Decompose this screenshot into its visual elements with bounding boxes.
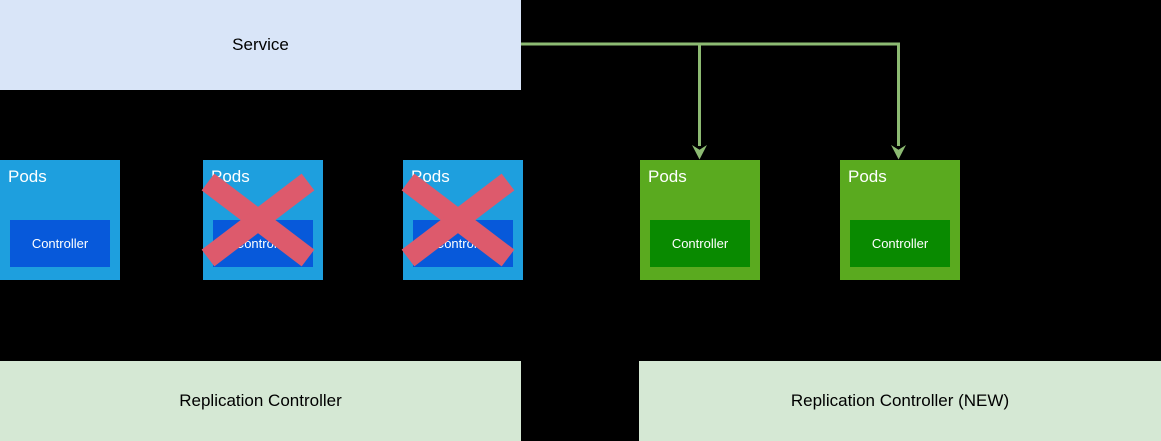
pod-label: Pods [211, 167, 250, 186]
connector-trunk-line [521, 42, 900, 146]
controller-box: Controller [213, 220, 313, 267]
pod-label: Pods [8, 167, 47, 186]
replication-controller-new-box: Replication Controller (NEW) [639, 361, 1161, 441]
pod-label: Pods [848, 167, 887, 186]
controller-label: Controller [234, 236, 292, 251]
replication-controller-label: Replication Controller [179, 391, 342, 410]
pod-label: Pods [411, 167, 450, 186]
controller-label: Controller [871, 236, 929, 251]
pod-box-5: Pods Controller [840, 160, 960, 280]
controller-label: Controller [434, 236, 492, 251]
arrowhead-icon [692, 145, 707, 160]
controller-box: Controller [850, 220, 950, 267]
replication-controller-box: Replication Controller [0, 361, 521, 441]
service-label: Service [232, 35, 289, 54]
pod-box-4: Pods Controller [640, 160, 760, 280]
pod-label: Pods [648, 167, 687, 186]
controller-box: Controller [413, 220, 513, 267]
controller-box: Controller [10, 220, 110, 267]
controller-box: Controller [650, 220, 750, 267]
pod-box-1: Pods Controller [0, 160, 120, 280]
controller-label: Controller [31, 236, 89, 251]
replication-controller-new-label: Replication Controller (NEW) [790, 391, 1010, 410]
pod-box-2: Pods Controller [201, 160, 323, 280]
arrowhead-icon [891, 145, 906, 160]
controller-label: Controller [671, 236, 729, 251]
service-box: Service [0, 0, 521, 90]
pod-box-3: Pods Controller [401, 160, 523, 280]
